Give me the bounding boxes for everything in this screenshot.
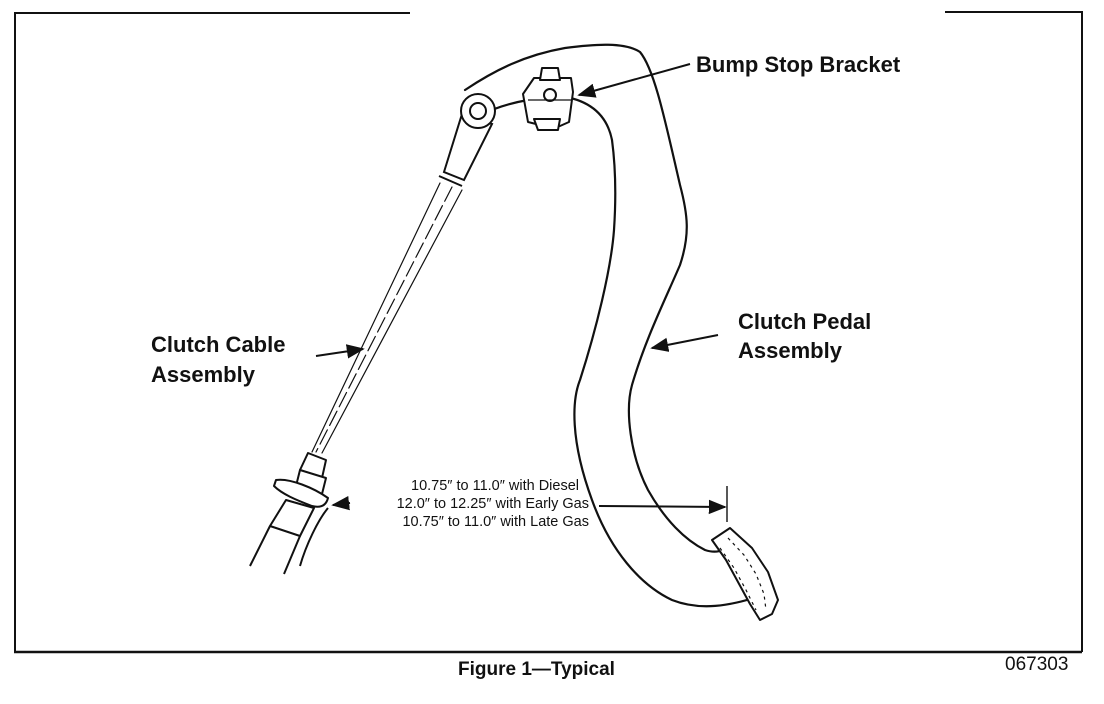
figure-frame [14, 11, 1083, 654]
cable-pivot-fitting [438, 93, 496, 187]
dimension-diesel: 10.75″ to 11.0″ with Diesel [411, 478, 579, 494]
bump-stop-bracket-label: Bump Stop Bracket [696, 52, 901, 77]
bump-stop-bracket [522, 67, 574, 131]
clutch-cable-label-line1: Clutch Cable [151, 332, 286, 357]
pedal-pad [711, 527, 779, 621]
clutch-pedal-label-line1: Clutch Pedal [738, 309, 872, 334]
clutch-cable [311, 182, 463, 454]
dimension-late-gas: 10.75″ to 11.0″ with Late Gas [402, 514, 589, 530]
clutch-cable-label-line2: Assembly [151, 362, 255, 387]
clutch-pedal-label-line2: Assembly [738, 338, 842, 363]
dimension-early-gas: 12.0″ to 12.25″ with Early Gas [396, 496, 589, 512]
figure-caption: Figure 1—Typical [458, 659, 615, 680]
figure-number: 067303 [1005, 654, 1069, 675]
leader-arrows [315, 63, 727, 515]
cable-firewall-fitting [249, 452, 329, 575]
